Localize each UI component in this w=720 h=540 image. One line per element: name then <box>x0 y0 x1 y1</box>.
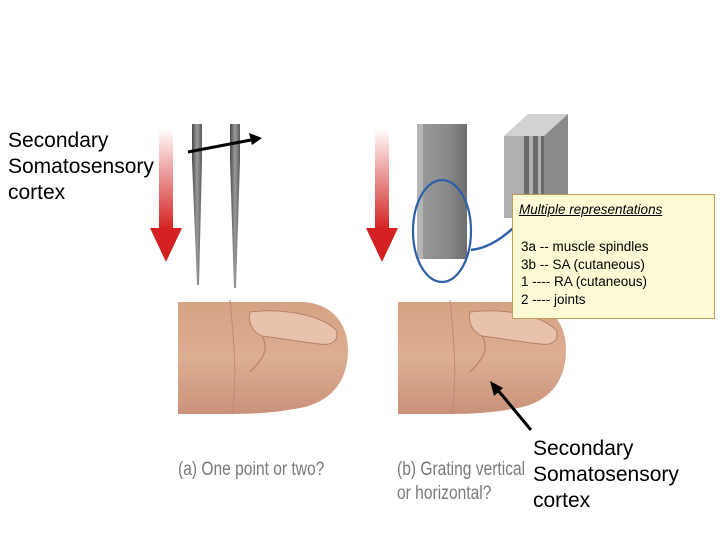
label-line: Secondary <box>533 436 718 462</box>
secondary-cortex-label-bottom: Secondary Somatosensory cortex <box>533 436 718 514</box>
fingertip-a <box>178 300 348 414</box>
label-line: cortex <box>8 180 198 206</box>
caption-line: (b) Grating vertical <box>397 458 525 482</box>
box-title: Multiple representations <box>519 202 662 217</box>
box-line: 3b -- SA (cutaneous) <box>521 256 649 274</box>
label-line: Somatosensory <box>8 154 198 180</box>
label-line: Secondary <box>8 128 198 154</box>
box-line: 3a -- muscle spindles <box>521 238 649 256</box>
caption-b: (b) Grating vertical or horizontal? <box>397 458 525 506</box>
secondary-cortex-label-left: Secondary Somatosensory cortex <box>8 128 198 206</box>
label-line: Somatosensory <box>533 462 718 488</box>
caption-line: (a) One point or two? <box>178 458 324 482</box>
box-line: 1 ---- RA (cutaneous) <box>521 273 649 291</box>
box-lines: 3a -- muscle spindles 3b -- SA (cutaneou… <box>521 238 649 308</box>
box-line: 2 ---- joints <box>521 291 649 309</box>
caption-a: (a) One point or two? <box>178 458 324 482</box>
red-arrow-b <box>366 128 398 262</box>
caption-line: or horizontal? <box>397 482 525 506</box>
label-line: cortex <box>533 488 718 514</box>
representations-box: Multiple representations 3a -- muscle sp… <box>512 194 715 319</box>
